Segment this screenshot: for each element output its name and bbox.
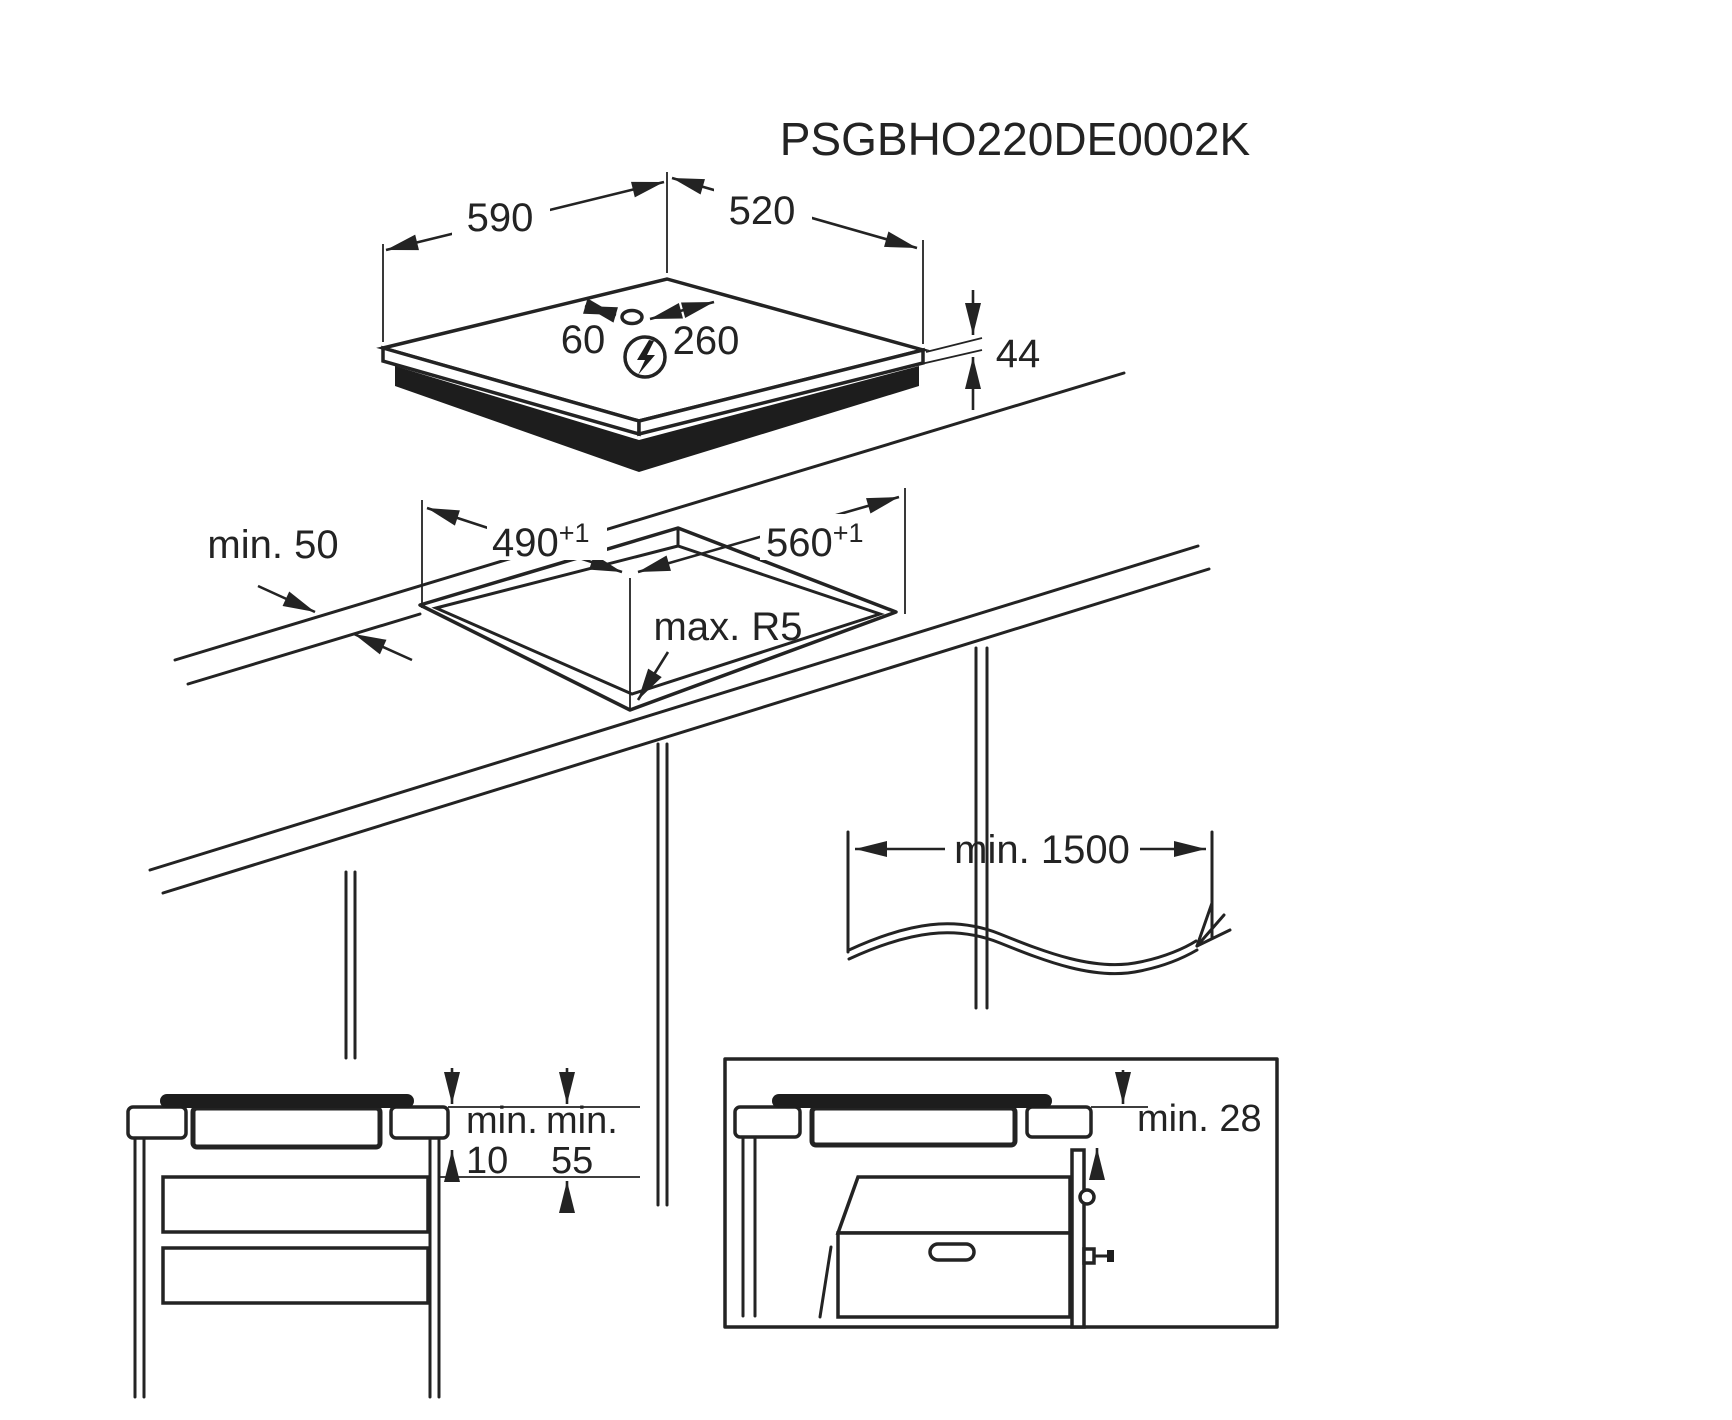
gap-below-hob-label-2: 10 bbox=[466, 1140, 508, 1182]
cable-length-label: min. 1500 bbox=[954, 828, 1130, 872]
hob-glass-section-right bbox=[772, 1094, 1052, 1108]
oven-icon bbox=[818, 1175, 1072, 1319]
cabinet-section-view: min. 10 min. 55 bbox=[126, 1068, 640, 1399]
cutout-width-dimension: 560+1 bbox=[637, 488, 906, 614]
hob-height-dimension: 44 bbox=[920, 290, 1041, 410]
hob-box-section bbox=[190, 1105, 383, 1150]
hob-body bbox=[395, 366, 919, 472]
hob-box-section-right bbox=[809, 1105, 1018, 1148]
hob-depth-label: 520 bbox=[729, 189, 796, 233]
cutout-width-label: 560+1 bbox=[766, 518, 864, 565]
wall-clearance-label: min. 50 bbox=[207, 523, 338, 567]
gap-below-hob-label-1: min. bbox=[466, 1100, 538, 1142]
corner-radius-annotation: max. R5 bbox=[636, 605, 803, 701]
oven-clearance-dimension: min. 28 bbox=[1089, 1070, 1262, 1180]
cutout-depth-label: 490+1 bbox=[492, 518, 590, 565]
hob-width-label: 590 bbox=[467, 196, 534, 240]
worktop-front-edge bbox=[148, 544, 1211, 895]
hob-height-label: 44 bbox=[996, 332, 1041, 376]
worktop-cutout-view: 490+1 560+1 min. 50 max. R5 bbox=[207, 488, 906, 712]
worktop-to-shelf-label-1: min. bbox=[546, 1100, 618, 1142]
power-lightning-icon bbox=[623, 335, 667, 379]
shelf-clearance-dimensions: min. 10 min. 55 bbox=[439, 1068, 640, 1213]
power-cable-diagram: min. 1500 bbox=[846, 828, 1232, 976]
connection-offset-right-label: 260 bbox=[673, 319, 740, 363]
oven-handle bbox=[928, 1242, 976, 1262]
worktop-legs bbox=[344, 646, 989, 1207]
cabinet-side-panel bbox=[1070, 1148, 1114, 1329]
mains-cable-icon bbox=[847, 901, 1232, 976]
connection-offset-left-label: 60 bbox=[561, 318, 606, 362]
worktop-to-shelf-label-2: 55 bbox=[551, 1140, 593, 1182]
hob-glass-section bbox=[160, 1094, 414, 1108]
hob-depth-dimension: 520 bbox=[671, 176, 924, 344]
connection-point-marker bbox=[620, 308, 644, 326]
power-connection-position: 60 260 bbox=[561, 298, 740, 379]
hob-isometric-view: 590 520 60 260 44 bbox=[376, 172, 1041, 472]
oven-section-view: min. 28 bbox=[723, 1057, 1279, 1329]
corner-radius-label: max. R5 bbox=[654, 605, 803, 649]
oven-clearance-label: min. 28 bbox=[1137, 1098, 1262, 1140]
shelf-lower bbox=[161, 1246, 430, 1305]
shelf-upper bbox=[161, 1175, 430, 1234]
hob-width-dimension: 590 bbox=[382, 172, 668, 342]
oven-section-frame bbox=[723, 1057, 1279, 1329]
cutout-depth-dimension: 490+1 bbox=[421, 500, 623, 608]
model-number-title: PSGBHO220DE0002K bbox=[780, 113, 1251, 165]
wall-clearance-dimension: min. 50 bbox=[207, 523, 413, 662]
